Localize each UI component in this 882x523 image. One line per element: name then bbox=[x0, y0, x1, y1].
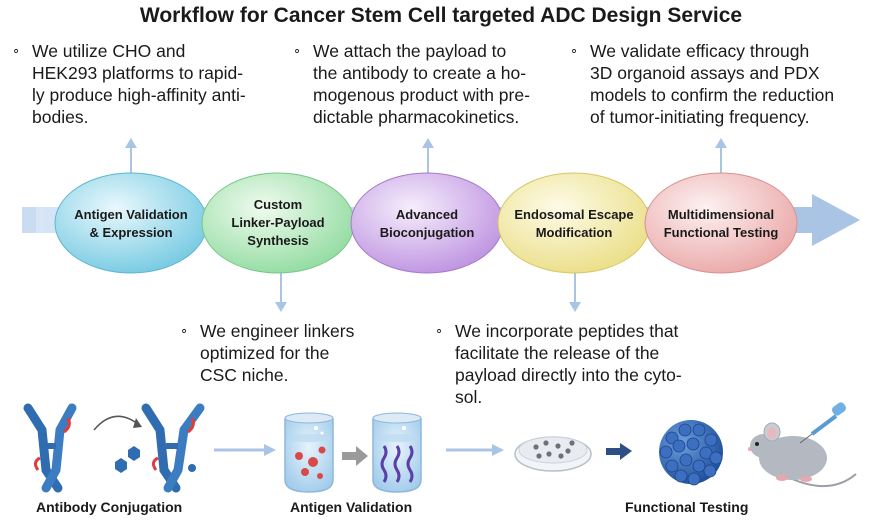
step-label-line: Functional Testing bbox=[664, 225, 779, 240]
note-line: We engineer linkers bbox=[200, 321, 355, 341]
label-antibody-conjugation: Antibody Conjugation bbox=[36, 499, 183, 515]
step-antigen-validation: Antigen Validation & Expression bbox=[54, 172, 208, 274]
arrow-to-beakers bbox=[214, 444, 276, 456]
note-line: facilitate the release of the bbox=[455, 343, 660, 363]
step-bioconjugation: Advanced Bioconjugation bbox=[350, 172, 504, 274]
note-line: ly produce high-affinity anti- bbox=[32, 85, 246, 105]
connector-arrow-down-4 bbox=[569, 272, 581, 312]
note-line: We attach the payload to bbox=[313, 41, 507, 61]
note-efficacy-validation: ∘ We validate efficacy through 3D organo… bbox=[570, 40, 835, 128]
note-linker-engineering: ∘ We engineer linkers optimized for the … bbox=[180, 320, 355, 386]
arrow-to-dish bbox=[446, 444, 504, 456]
step-functional-testing: Multidimensional Functional Testing bbox=[644, 172, 798, 274]
note-line: dictable pharmacokinetics. bbox=[313, 107, 520, 127]
note-line: We incorporate peptides that bbox=[455, 321, 679, 341]
petri-dish-icon bbox=[514, 436, 592, 472]
payload-hexagon-icon bbox=[115, 446, 140, 473]
label-antigen-validation: Antigen Validation bbox=[290, 499, 413, 515]
step-label-line: Multidimensional bbox=[668, 207, 774, 222]
note-line: payload directly into the cyto- bbox=[455, 365, 682, 385]
mouse-icon bbox=[748, 422, 857, 488]
note-line: We validate efficacy through bbox=[590, 41, 810, 61]
connector-arrow-up-1 bbox=[125, 138, 137, 176]
note-line: HEK293 platforms to rapid- bbox=[32, 63, 244, 83]
step-label-line: Modification bbox=[536, 225, 613, 240]
antibody-icon bbox=[23, 403, 77, 493]
navy-arrow-icon bbox=[606, 443, 632, 460]
step-label-line: Antigen Validation bbox=[74, 207, 187, 222]
note-line: CSC niche. bbox=[200, 365, 289, 385]
note-line: models to confirm the reduction bbox=[590, 85, 835, 105]
note-line: the antibody to create a ho- bbox=[313, 63, 527, 83]
step-label-line: Advanced bbox=[396, 207, 458, 222]
antibody-conjugate-icon bbox=[141, 403, 205, 493]
step-label-line: Custom bbox=[254, 197, 302, 212]
bullet-icon: ∘ bbox=[435, 323, 444, 338]
note-endosomal-escape: ∘ We incorporate peptides that facilitat… bbox=[435, 320, 682, 408]
step-label-line: Endosomal Escape bbox=[514, 207, 633, 222]
note-line: of tumor-initiating frequency. bbox=[590, 107, 810, 127]
organoid-icon bbox=[659, 420, 723, 486]
bullet-icon: ∘ bbox=[293, 43, 302, 58]
step-label-line: Linker-Payload bbox=[231, 215, 324, 230]
note-line: sol. bbox=[455, 387, 483, 407]
connector-arrow-up-3 bbox=[422, 138, 434, 176]
step-endosomal-escape: Endosomal Escape Modification bbox=[497, 172, 651, 274]
syringe-icon bbox=[799, 402, 846, 444]
step-label-line: Synthesis bbox=[247, 233, 308, 248]
note-line: optimized for the bbox=[200, 343, 330, 363]
note-payload-attachment: ∘ We attach the payload to the antibody … bbox=[293, 40, 530, 128]
curved-arrow-icon bbox=[93, 415, 142, 431]
connector-arrow-down-2 bbox=[275, 272, 287, 312]
bullet-icon: ∘ bbox=[12, 43, 21, 58]
connector-arrow-up-5 bbox=[715, 138, 727, 176]
bullet-icon: ∘ bbox=[180, 323, 189, 338]
label-functional-testing: Functional Testing bbox=[625, 499, 749, 515]
beaker-icon bbox=[372, 412, 422, 493]
note-line: 3D organoid assays and PDX bbox=[590, 63, 820, 83]
step-label-line: & Expression bbox=[89, 225, 172, 240]
step-linker-payload-synthesis: Custom Linker-Payload Synthesis bbox=[201, 172, 355, 274]
beaker-icon bbox=[284, 412, 334, 493]
step-label-line: Bioconjugation bbox=[380, 225, 475, 240]
page-title: Workflow for Cancer Stem Cell targeted A… bbox=[139, 4, 743, 27]
note-antibody-production: ∘ We utilize CHO and HEK293 platforms to… bbox=[12, 40, 246, 128]
note-line: mogenous product with pre- bbox=[313, 85, 530, 105]
note-line: We utilize CHO and bbox=[32, 41, 186, 61]
gray-arrow-icon bbox=[342, 446, 368, 466]
note-line: bodies. bbox=[32, 107, 89, 127]
bullet-icon: ∘ bbox=[570, 43, 579, 58]
